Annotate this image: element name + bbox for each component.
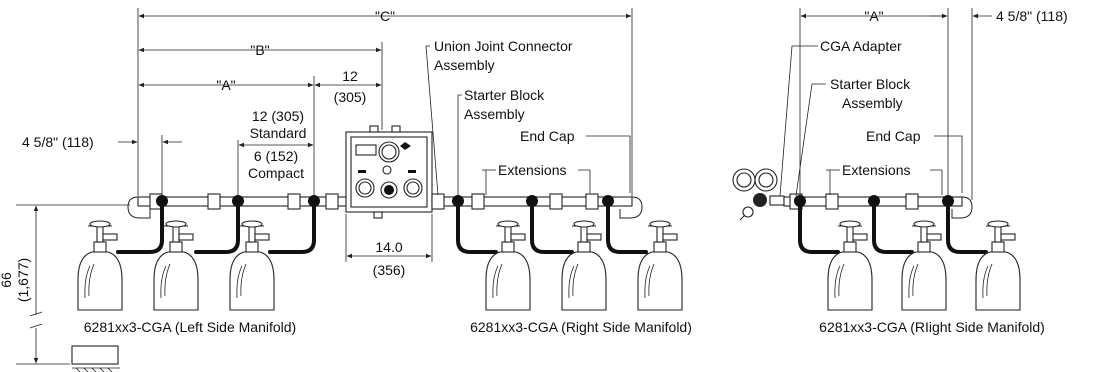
dim-width-label: 14.0 — [375, 239, 402, 255]
right-manifold — [732, 168, 1021, 311]
extensions-label: Extensions — [498, 162, 566, 178]
starter-block-label: Starter Block — [464, 87, 545, 103]
union-joint-label-2: Assembly — [434, 57, 495, 73]
dim-end-left-label: 4 5/8" (118) — [22, 134, 94, 150]
union-joint-label: Union Joint Connector — [434, 38, 573, 54]
left-manifold — [77, 193, 347, 311]
dim-12-mm-label: (305) — [334, 89, 367, 105]
dim-height-label: 66 — [0, 272, 14, 288]
dim-a-right-label: "A" — [864, 8, 883, 24]
dim-a-left-label: "A" — [216, 77, 235, 93]
dim-compact-label: Compact — [248, 165, 304, 181]
dimension-text: "C" "B" "A" 12 (305) 12 (305) Standard 6… — [0, 8, 1068, 302]
dim-end-right-label: 4 5/8" (118) — [996, 8, 1068, 24]
dim-standard-value: 12 (305) — [252, 108, 304, 124]
starter-block-label-2: Assembly — [464, 106, 525, 122]
dim-c-label: "C" — [375, 8, 395, 24]
middle-manifold — [431, 193, 683, 311]
dim-width-mm-label: (356) — [373, 262, 406, 278]
dimension-lines — [16, 8, 992, 372]
end-cap-label: End Cap — [520, 128, 575, 144]
starter-block-right-label: Starter Block — [830, 76, 911, 92]
caption-right: 6281xx3-CGA (RIight Side Manifold) — [819, 319, 1045, 335]
dim-standard-label: Standard — [250, 125, 307, 141]
dim-b-label: "B" — [250, 42, 269, 58]
starter-block-right-label-2: Assembly — [842, 95, 903, 111]
dim-height-mm-label: (1,677) — [15, 258, 31, 302]
control-panel — [345, 125, 433, 219]
end-cap-right-label: End Cap — [866, 128, 921, 144]
dim-12-label: 12 — [342, 68, 358, 84]
caption-middle: 6281xx3-CGA (Right Side Manifold) — [470, 319, 692, 335]
captions: 6281xx3-CGA (Left Side Manifold) 6281xx3… — [84, 319, 1045, 335]
callout-text: Union Joint Connector Assembly Starter B… — [434, 38, 921, 178]
extensions-right-label: Extensions — [842, 162, 910, 178]
leader-lines — [425, 45, 963, 197]
cga-adapter-label: CGA Adapter — [820, 38, 902, 54]
caption-left: 6281xx3-CGA (Left Side Manifold) — [84, 319, 296, 335]
dim-compact-value: 6 (152) — [254, 148, 298, 164]
